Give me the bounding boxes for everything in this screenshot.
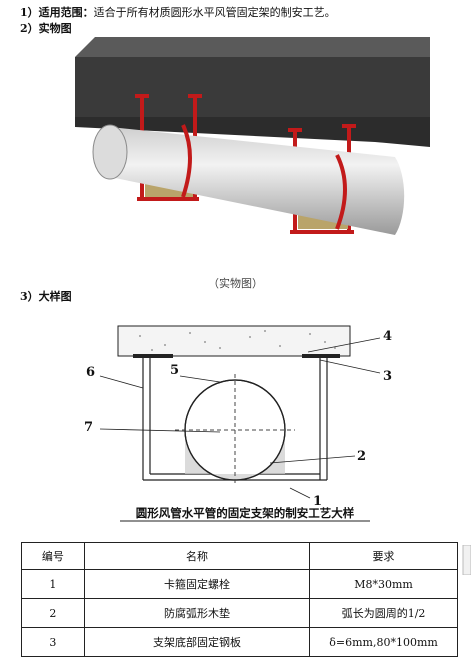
- drawing-title: 圆形风管水平管的固定支架的制安工艺大样: [136, 506, 355, 520]
- pipe-clamp: [335, 154, 347, 230]
- header-name: 名称: [83, 542, 311, 570]
- callout-6: 6: [86, 365, 95, 380]
- round-duct: [110, 127, 405, 235]
- slab-texture: [139, 330, 336, 351]
- spec-table: 编号 名称 要求 1 卡箍固定螺栓 M8*30mm 2 防腐弧形木垫 弧长为圆周…: [21, 542, 458, 657]
- cell-name: 防腐弧形木垫: [83, 598, 311, 628]
- cell-req: M8*30mm: [309, 569, 458, 599]
- page-edge-marker: [462, 545, 471, 575]
- callout-2: 2: [357, 449, 366, 464]
- callout-7: 7: [84, 420, 93, 435]
- detail-heading-text: 3）大样图: [20, 290, 72, 303]
- photo-caption: （实物图）: [208, 277, 263, 290]
- photo-heading-text: 2）实物图: [20, 22, 72, 35]
- table-row: 2 防腐弧形木垫 弧长为圆周的1/2: [21, 598, 458, 628]
- support-frame: [137, 197, 354, 234]
- top-steel-plate: [302, 354, 340, 358]
- callout-1: 1: [313, 494, 322, 509]
- slab-underside: [75, 117, 430, 147]
- table-header-row: 编号 名称 要求: [21, 542, 458, 570]
- scope-text: 适合于所有材质圆形水平风管固定架的制安工艺。: [93, 6, 336, 19]
- detail-heading: 3）大样图: [20, 290, 72, 304]
- duct-support-photo: [75, 37, 430, 235]
- cell-no: 2: [21, 598, 85, 628]
- detail-drawing: 1 2 3 4 5 6 7 圆形风管水平管的固定支架的制安工艺大样: [84, 325, 392, 522]
- duct-end: [92, 124, 128, 180]
- slab-top: [75, 37, 430, 57]
- cell-no: 1: [21, 569, 85, 599]
- header-req: 要求: [309, 542, 458, 570]
- table-row: 3 支架底部固定钢板 δ=6mm,80*100mm: [21, 627, 458, 657]
- cell-no: 3: [21, 627, 85, 657]
- scope-label: 1）适用范围：: [20, 6, 94, 19]
- cell-name: 卡箍固定螺栓: [83, 569, 311, 599]
- top-steel-plate: [133, 354, 173, 358]
- concrete-slab: [117, 325, 351, 357]
- cell-name: 支架底部固定钢板: [83, 627, 311, 657]
- header-no: 编号: [21, 542, 85, 570]
- table-row: 1 卡箍固定螺栓 M8*30mm: [21, 569, 458, 599]
- scope-line: 1）适用范围：适合于所有材质圆形水平风管固定架的制安工艺。: [20, 6, 336, 20]
- slab-front: [75, 57, 430, 117]
- photo-heading: 2）实物图: [20, 22, 72, 36]
- leader-lines: [99, 337, 381, 499]
- callout-3: 3: [383, 369, 392, 384]
- callout-4: 4: [383, 329, 392, 344]
- callout-5: 5: [170, 363, 179, 378]
- cell-req: 弧长为圆周的1/2: [309, 598, 458, 628]
- pipe-clamp: [181, 124, 192, 198]
- cell-req: δ=6mm,80*100mm: [309, 627, 458, 657]
